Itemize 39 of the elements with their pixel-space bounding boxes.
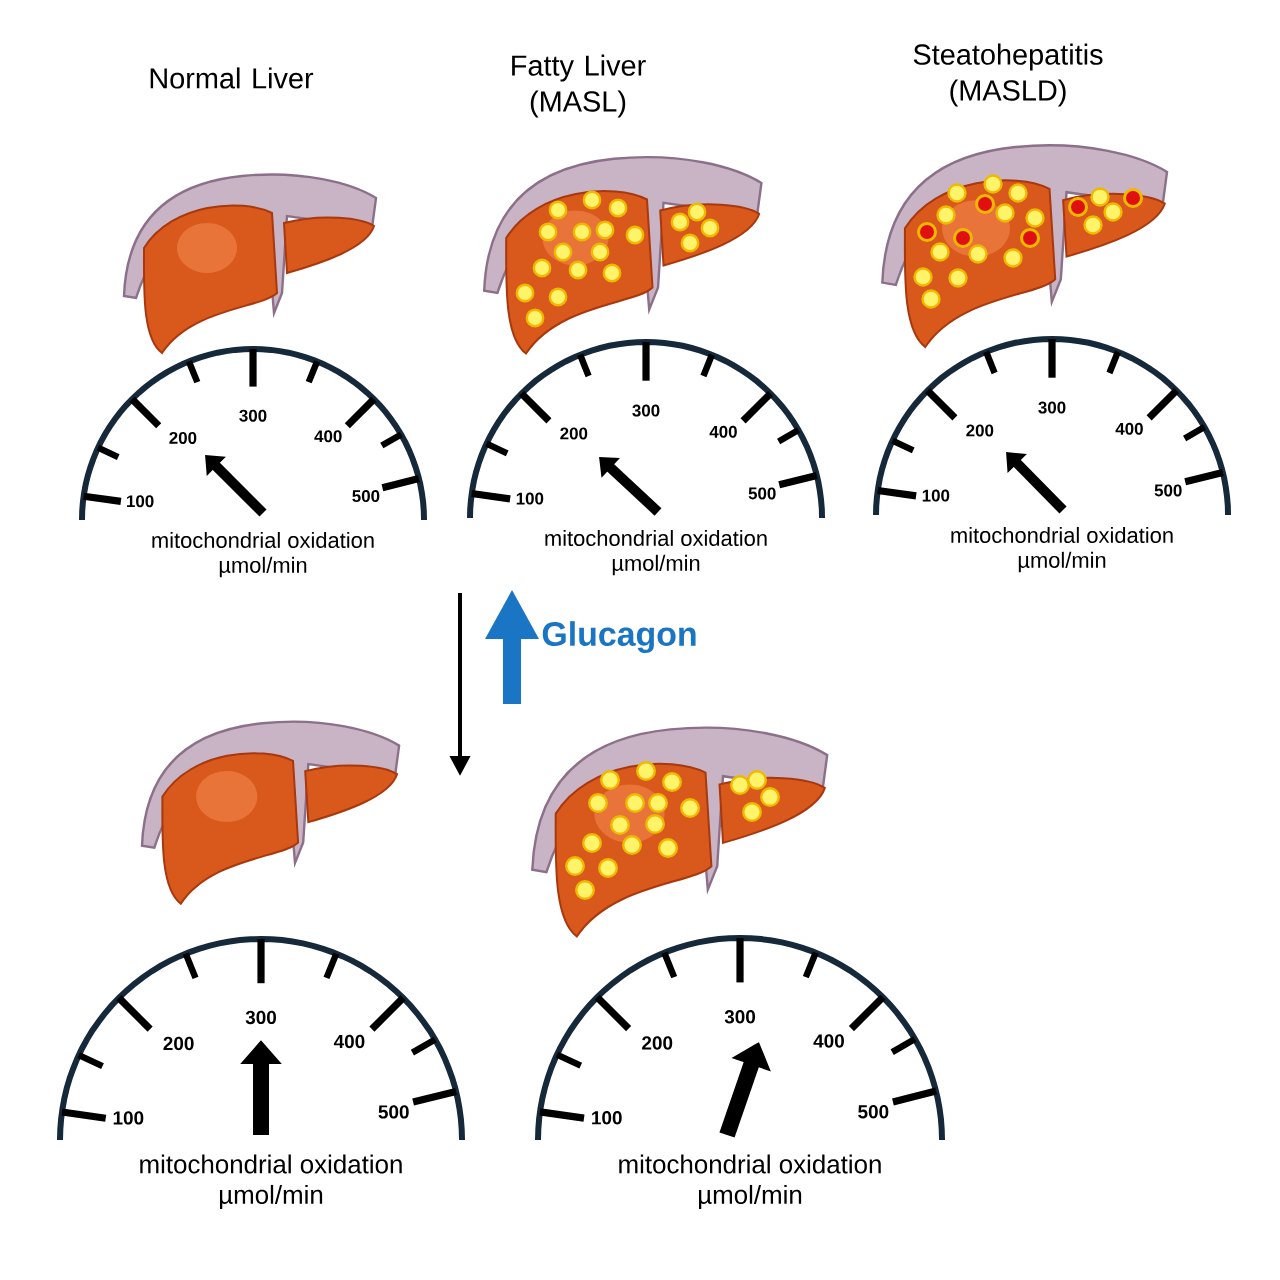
- gauge-caption: µmol/min: [612, 554, 700, 576]
- treatment-label: Glucagon: [542, 621, 696, 653]
- tick-label: 100: [113, 1111, 144, 1125]
- tick-label: 100: [516, 492, 544, 505]
- panel-title: Fatty Liver (MASL): [512, 54, 646, 118]
- tick-label: 500: [352, 490, 380, 503]
- gauge-caption: µmol/min: [219, 556, 307, 578]
- tick-label: 400: [314, 430, 342, 443]
- tick-label: 200: [560, 427, 588, 440]
- tick-label: 500: [378, 1105, 409, 1119]
- tick-label: 300: [1038, 401, 1066, 414]
- tick-label: 300: [245, 1010, 276, 1025]
- tick-label: 400: [333, 1034, 365, 1049]
- tick-label: 300: [724, 1010, 755, 1024]
- tick-label: 300: [632, 404, 660, 417]
- tick-label: 200: [163, 1036, 194, 1051]
- tick-label: 200: [169, 431, 197, 444]
- tick-label: 100: [127, 495, 154, 508]
- panel-title: Steatohepatitis (MASLD): [913, 43, 1103, 107]
- tick-label: 300: [239, 409, 267, 422]
- gauge-caption: mitochondrial oxidation: [545, 529, 767, 547]
- tick-label: 500: [1154, 484, 1182, 497]
- tick-label: 400: [709, 425, 737, 438]
- tick-label: 500: [858, 1105, 889, 1119]
- tick-label: 200: [966, 424, 994, 437]
- tick-label: 100: [922, 489, 950, 502]
- gauge-caption: mitochondrial oxidation: [152, 531, 374, 549]
- tick-label: 500: [748, 487, 776, 500]
- tick-label: 400: [1115, 422, 1143, 435]
- gauge-caption: µmol/min: [220, 1184, 323, 1210]
- tick-label: 200: [642, 1036, 673, 1050]
- panel-title: Normal Liver: [150, 67, 314, 89]
- gauge-caption: mitochondrial oxidation: [619, 1154, 881, 1174]
- gauge-caption: µmol/min: [699, 1184, 802, 1210]
- gauge-caption: mitochondrial oxidation: [140, 1154, 402, 1174]
- tick-label: 100: [592, 1111, 622, 1125]
- tick-label: 400: [813, 1034, 844, 1048]
- gauge-caption: mitochondrial oxidation: [951, 526, 1173, 544]
- gauge-caption: µmol/min: [1018, 551, 1106, 573]
